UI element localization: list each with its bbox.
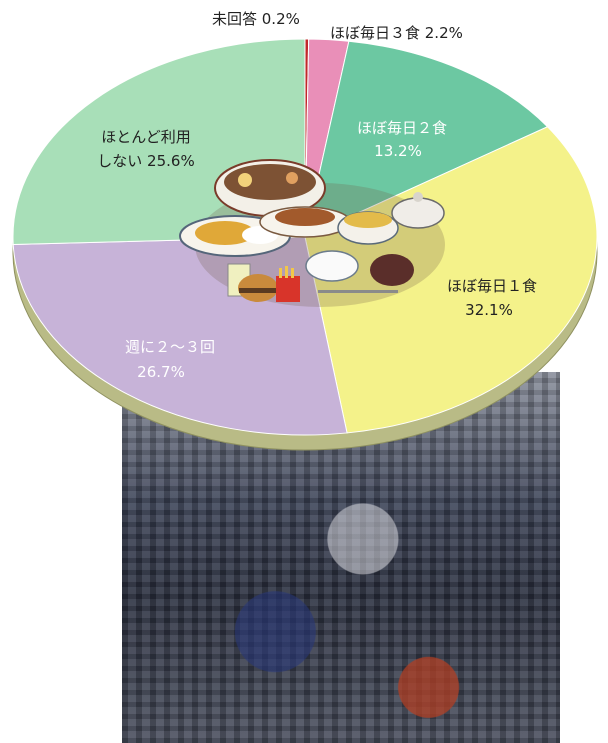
- label-one-meal: ほぼ毎日１食: [447, 277, 537, 295]
- label-two-meals: ほぼ毎日２食: [357, 119, 447, 137]
- fries-icon: [276, 276, 300, 302]
- food-illustration: [179, 159, 445, 307]
- label-rarely: ほとんど利用: [101, 128, 191, 146]
- pct-one-meal: 32.1%: [465, 301, 513, 319]
- label-rarely-2: しない 25.6%: [97, 152, 194, 170]
- soup-bowl-icon: [370, 254, 414, 286]
- label-no-answer: 未回答 0.2%: [212, 10, 300, 28]
- pct-two-meals: 13.2%: [374, 142, 422, 160]
- pct-weekly: 26.7%: [137, 363, 185, 381]
- covered-bowl-icon: [391, 197, 445, 229]
- pie-slice-one-meal: [304, 126, 598, 434]
- rice-icon: [305, 250, 359, 282]
- label-weekly: 週に２～３回: [125, 338, 215, 356]
- label-three-meals: ほぼ毎日３食 2.2%: [330, 24, 463, 42]
- pie-slice-two-meals: [304, 40, 549, 238]
